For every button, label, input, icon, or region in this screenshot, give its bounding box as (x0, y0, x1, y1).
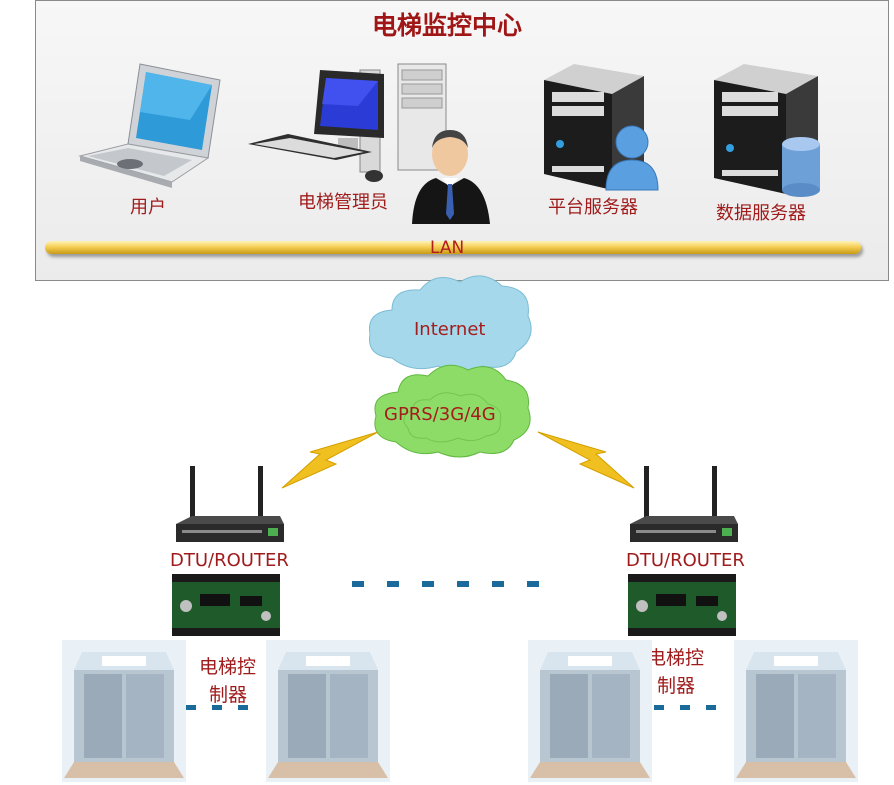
administrator-icon (412, 130, 490, 224)
router-label: DTU/ROUTER (626, 550, 745, 571)
internet-label: Internet (414, 319, 486, 340)
user-label: 用户 (130, 197, 166, 218)
controller-label-line2: 制器 (657, 675, 696, 697)
lightning-icon (281, 431, 379, 489)
elevator-icon (62, 640, 186, 782)
elevator-icon (266, 640, 390, 782)
platform-server-label: 平台服务器 (548, 197, 638, 218)
controller-board-icon (172, 574, 280, 636)
router-label: DTU/ROUTER (170, 550, 289, 571)
sites-ellipsis-dots (352, 581, 539, 587)
lan-label: LAN (430, 238, 465, 258)
elevator-icon (734, 640, 858, 782)
elevator-ellipsis-dots (654, 705, 716, 710)
center-title: 电梯监控中心 (371, 11, 522, 40)
admin-label: 电梯管理员 (298, 192, 388, 213)
lan-bar (45, 241, 861, 254)
mobile-network-label: GPRS/3G/4G (384, 404, 496, 425)
lightning-icon (537, 431, 635, 489)
controller-board-icon (628, 574, 736, 636)
cloud-icon (374, 364, 531, 458)
controller-label-line2: 制器 (209, 684, 248, 706)
elevator-icon (528, 640, 652, 782)
laptop-icon (78, 63, 221, 188)
controller-label-line1: 电梯控 (199, 656, 257, 678)
database-icon (782, 137, 820, 197)
router-icon (630, 466, 738, 542)
controller-label-line1: 电梯控 (647, 647, 705, 669)
user-icon (605, 125, 659, 191)
router-icon (176, 466, 284, 542)
elevator-ellipsis-dots (186, 705, 248, 710)
data-server-label: 数据服务器 (716, 203, 806, 224)
